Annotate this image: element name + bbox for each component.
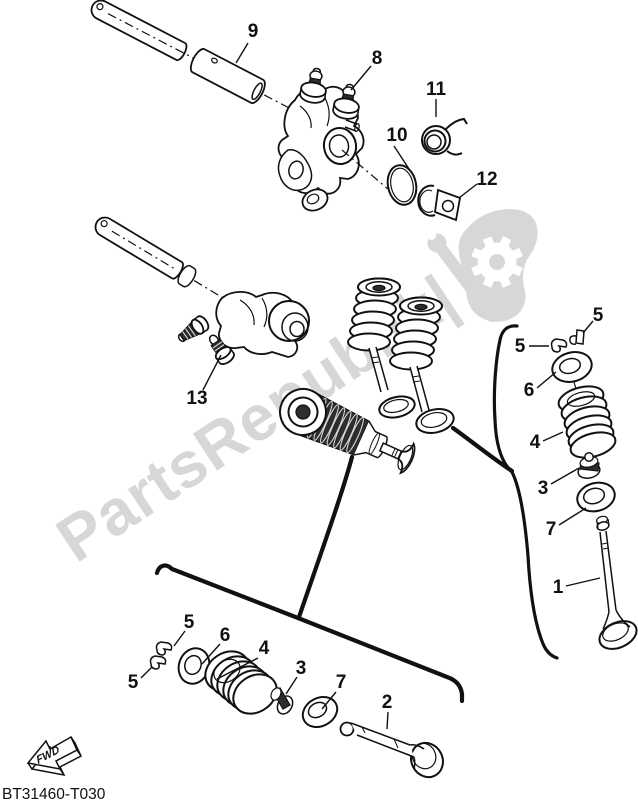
- centerline: [193, 280, 226, 300]
- shaft-oil-hole: [100, 219, 108, 228]
- rocker-pivot-cylinder: [268, 300, 310, 342]
- exhaust-valve-part-2: [339, 721, 444, 779]
- callout-3-bottom: 3: [296, 658, 307, 679]
- gear-hole: [489, 254, 505, 270]
- callout-4-right: 4: [530, 432, 541, 453]
- valve-cotter: [550, 329, 585, 353]
- callout-5-bottom-b: 5: [128, 672, 139, 693]
- valve-head: [598, 620, 638, 650]
- callout-5-bottom-a: 5: [184, 612, 195, 633]
- tappet-adjuster-screw: [177, 315, 210, 343]
- valve-cotter: [149, 641, 173, 670]
- valve-head: [378, 395, 416, 419]
- assembled-valve-unit-front: [279, 388, 416, 475]
- valve-spring: [557, 385, 617, 459]
- gear-icon: [471, 236, 523, 288]
- valve-head: [415, 408, 455, 434]
- valve-stem-seal: [577, 452, 601, 479]
- cluster-pointer-line: [450, 425, 515, 474]
- rocker-boss: [322, 127, 358, 165]
- callout-12: 12: [476, 169, 497, 190]
- fwd-arrow-icon: FWD: [26, 735, 82, 777]
- callout-4-bottom: 4: [259, 638, 270, 659]
- spring-seat: [301, 696, 339, 728]
- shaft-oil-hole: [96, 3, 104, 11]
- callout-10: 10: [386, 125, 407, 146]
- callout-8: 8: [372, 48, 383, 69]
- callout-2: 2: [382, 692, 393, 713]
- tappet-locknut: [208, 334, 235, 366]
- wrench-notch: [427, 231, 436, 240]
- valve-stem-seal: [270, 687, 294, 715]
- spring-retainer: [551, 351, 593, 383]
- intake-valve-part-1: [596, 515, 638, 650]
- callout-3-right: 3: [538, 478, 549, 499]
- callout-7-right: 7: [546, 519, 557, 540]
- part-code-text: BT31460-T030: [2, 786, 106, 800]
- callout-5-right-b: 5: [593, 305, 604, 326]
- shaft-end-cap: [177, 264, 197, 288]
- torsion-spring-part-11: [421, 117, 468, 156]
- callout-11: 11: [426, 79, 447, 100]
- callout-9: 9: [248, 21, 259, 42]
- callout-7-bottom: 7: [336, 672, 347, 693]
- collar-hole: [211, 57, 218, 64]
- right-bracket-line: [492, 324, 559, 660]
- rocker-arm-part-13: [177, 290, 310, 366]
- rocker-arm-assembly-upper: [277, 67, 365, 212]
- assembled-valve-unit-left: [347, 277, 416, 419]
- centerline: [263, 94, 290, 109]
- rocker-foot: [301, 188, 329, 212]
- washer-part-10: [386, 164, 418, 206]
- valve-spring: [204, 650, 278, 715]
- callout-13: 13: [186, 388, 207, 409]
- clip-part-12: [417, 184, 462, 222]
- valve-tip: [339, 721, 355, 737]
- assembled-valve-unit-right: [389, 296, 455, 434]
- callout-leader-lines: [140, 42, 601, 730]
- rocker-shaft-upper: [90, 0, 290, 109]
- centerline: [107, 13, 196, 60]
- spring-seat: [576, 481, 616, 513]
- collar-part-9: [189, 48, 266, 104]
- callout-6-bottom: 6: [220, 625, 231, 646]
- rocker-shaft-lower: [94, 216, 226, 300]
- valve-head: [396, 441, 416, 475]
- centerline: [111, 230, 174, 269]
- cluster-branch-line: [296, 454, 355, 620]
- callout-6-right: 6: [524, 380, 535, 401]
- bottom-brace-line: [154, 563, 465, 704]
- callout-numbers: 9 8 10 11 12 13 5 5 6 4 3 7 1 5 5 6 4 3 …: [128, 21, 604, 713]
- callout-5-right-a: 5: [515, 336, 526, 357]
- tappet-adjuster-screw: [299, 67, 327, 104]
- callout-1: 1: [553, 577, 564, 598]
